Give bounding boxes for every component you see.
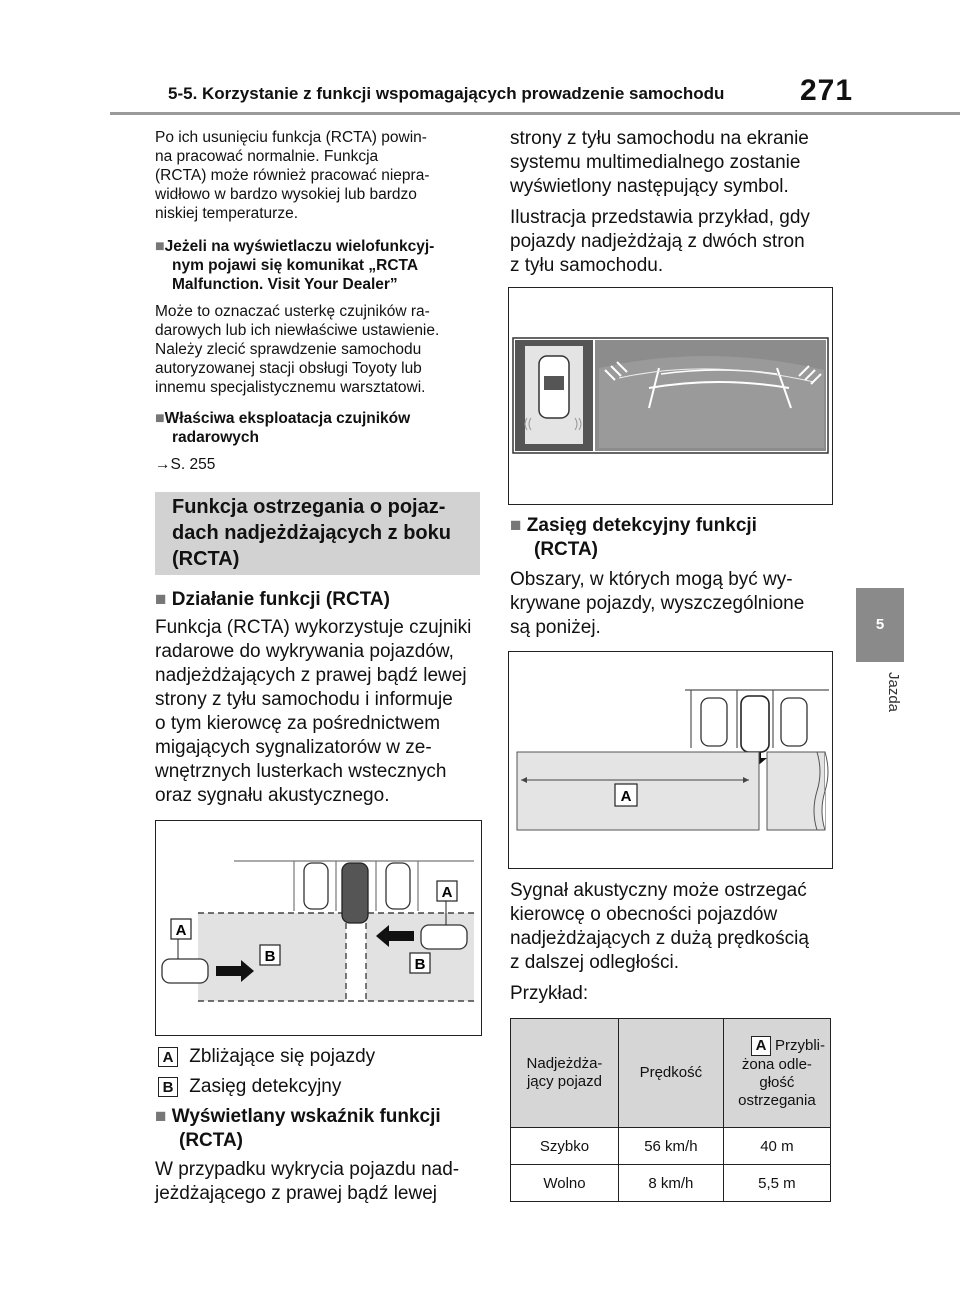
indicator-paragraph: W przypadku wykrycia pojazdu nad-jeżdżaj… (155, 1159, 460, 1204)
section-title: Funkcja ostrzegania o pojaz-dach nadjeżd… (172, 496, 451, 570)
heading-radar-usage: ■Właściwa eksploatacja czujników radarow… (155, 410, 411, 446)
example-label: Przykład: (510, 983, 589, 1004)
heading-rcta-malfunction: ■Jeżeli na wyświetlaczu wielofunkcyj- ny… (155, 238, 435, 293)
heading-rcta-operation: ■ Działanie funkcji (RCTA) (155, 589, 390, 610)
table-header-vehicle: Nadjeżdża- jący pojazd (510, 1018, 619, 1128)
figure-rcta-detection: A A B B (155, 820, 482, 1036)
figure-detection-range: A (508, 651, 833, 869)
label-a-range: A (621, 788, 632, 805)
figure-multimedia-screen (508, 287, 833, 505)
range-illustration: A (516, 689, 829, 831)
page-reference-link[interactable]: →S. 255 (155, 456, 216, 473)
page-number: 271 (800, 74, 854, 107)
own-car (740, 695, 770, 753)
intro-paragraph: Po ich usunięciu funkcja (RCTA) powin-na… (155, 129, 430, 222)
approaching-car-left (161, 958, 209, 984)
parking-lot-illustration: A A B B (161, 860, 474, 1002)
label-b-right: B (415, 956, 426, 973)
detection-range-paragraph: Obszary, w których mogą być wy-krywane p… (510, 569, 805, 638)
arrow-left (376, 925, 414, 947)
legend-item-b: B Zasięg detekcyjny (158, 1075, 341, 1099)
header-rule (110, 112, 960, 115)
section-title-box (155, 492, 480, 575)
label-a-left: A (176, 922, 187, 939)
zone-right (766, 751, 826, 831)
malfunction-paragraph: Może to oznaczać usterkę czujników ra-da… (155, 303, 440, 396)
approaching-car-right (420, 924, 468, 950)
page-header-title: 5-5. Korzystanie z funkcji wspomagającyc… (168, 84, 725, 103)
label-a-right: A (442, 884, 453, 901)
chapter-label: Jazda (885, 672, 902, 713)
legend-item-a: A Zbliżające się pojazdy (158, 1045, 375, 1069)
screen-illustration (512, 337, 829, 454)
zone-left (516, 751, 760, 831)
arrow-right (216, 960, 254, 982)
table-header-key: A (750, 1036, 771, 1056)
table-header-speed: Prędkość (617, 1018, 724, 1128)
heading-detection-range: ■ Zasięg detekcyjny funkcji (RCTA) (510, 515, 757, 560)
own-car (341, 862, 369, 924)
chapter-tab[interactable]: 5 (856, 588, 904, 662)
label-b-left: B (265, 948, 276, 965)
heading-indicator: ■ Wyświetlany wskaźnik funkcji (RCTA) (155, 1106, 441, 1151)
